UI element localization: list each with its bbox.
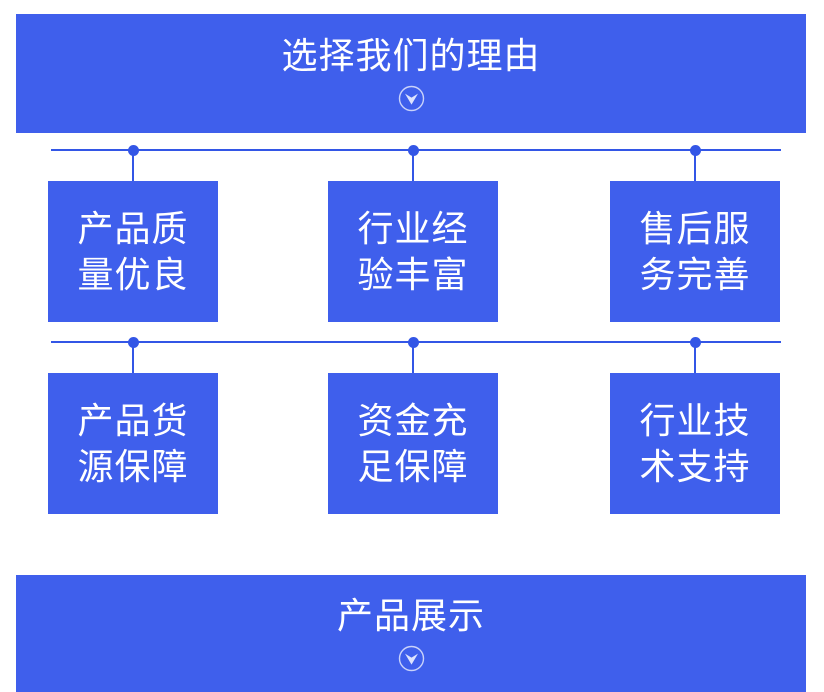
reason-card-text: 产品货 bbox=[77, 399, 189, 441]
chevron-down-circle-icon bbox=[398, 645, 425, 672]
connector-stem bbox=[412, 342, 414, 373]
products-section-title: 产品展示 bbox=[336, 594, 485, 636]
products-section-banner: 产品展示 bbox=[16, 575, 806, 692]
connector-stem bbox=[132, 150, 134, 181]
reason-card-sufficient-funds: 资金充 足保障 bbox=[328, 373, 498, 514]
connector-stem bbox=[132, 342, 134, 373]
reason-card-text: 足保障 bbox=[357, 445, 469, 487]
reason-card-text: 源保障 bbox=[77, 445, 189, 487]
reason-card-text: 产品质 bbox=[77, 207, 189, 249]
reason-card-technical-support: 行业技 术支持 bbox=[610, 373, 780, 514]
reasons-section-title: 选择我们的理由 bbox=[281, 34, 541, 76]
connector-stem bbox=[694, 150, 696, 181]
reason-card-after-sales-service: 售后服 务完善 bbox=[610, 181, 780, 322]
reasons-section-banner: 选择我们的理由 bbox=[16, 14, 806, 133]
reason-card-text: 售后服 bbox=[639, 207, 751, 249]
reason-card-text: 行业技 bbox=[639, 399, 751, 441]
reason-card-text: 资金充 bbox=[357, 399, 469, 441]
chevron-down-circle-icon bbox=[398, 85, 425, 112]
reason-card-text: 量优良 bbox=[77, 253, 189, 295]
reason-card-supply-guarantee: 产品货 源保障 bbox=[48, 373, 218, 514]
reason-card-text: 术支持 bbox=[639, 445, 751, 487]
connector-stem bbox=[412, 150, 414, 181]
reason-card-industry-experience: 行业经 验丰富 bbox=[328, 181, 498, 322]
reason-card-product-quality: 产品质 量优良 bbox=[48, 181, 218, 322]
reason-card-text: 验丰富 bbox=[357, 253, 469, 295]
reason-card-text: 行业经 bbox=[357, 207, 469, 249]
connector-stem bbox=[694, 342, 696, 373]
reason-card-text: 务完善 bbox=[639, 253, 751, 295]
